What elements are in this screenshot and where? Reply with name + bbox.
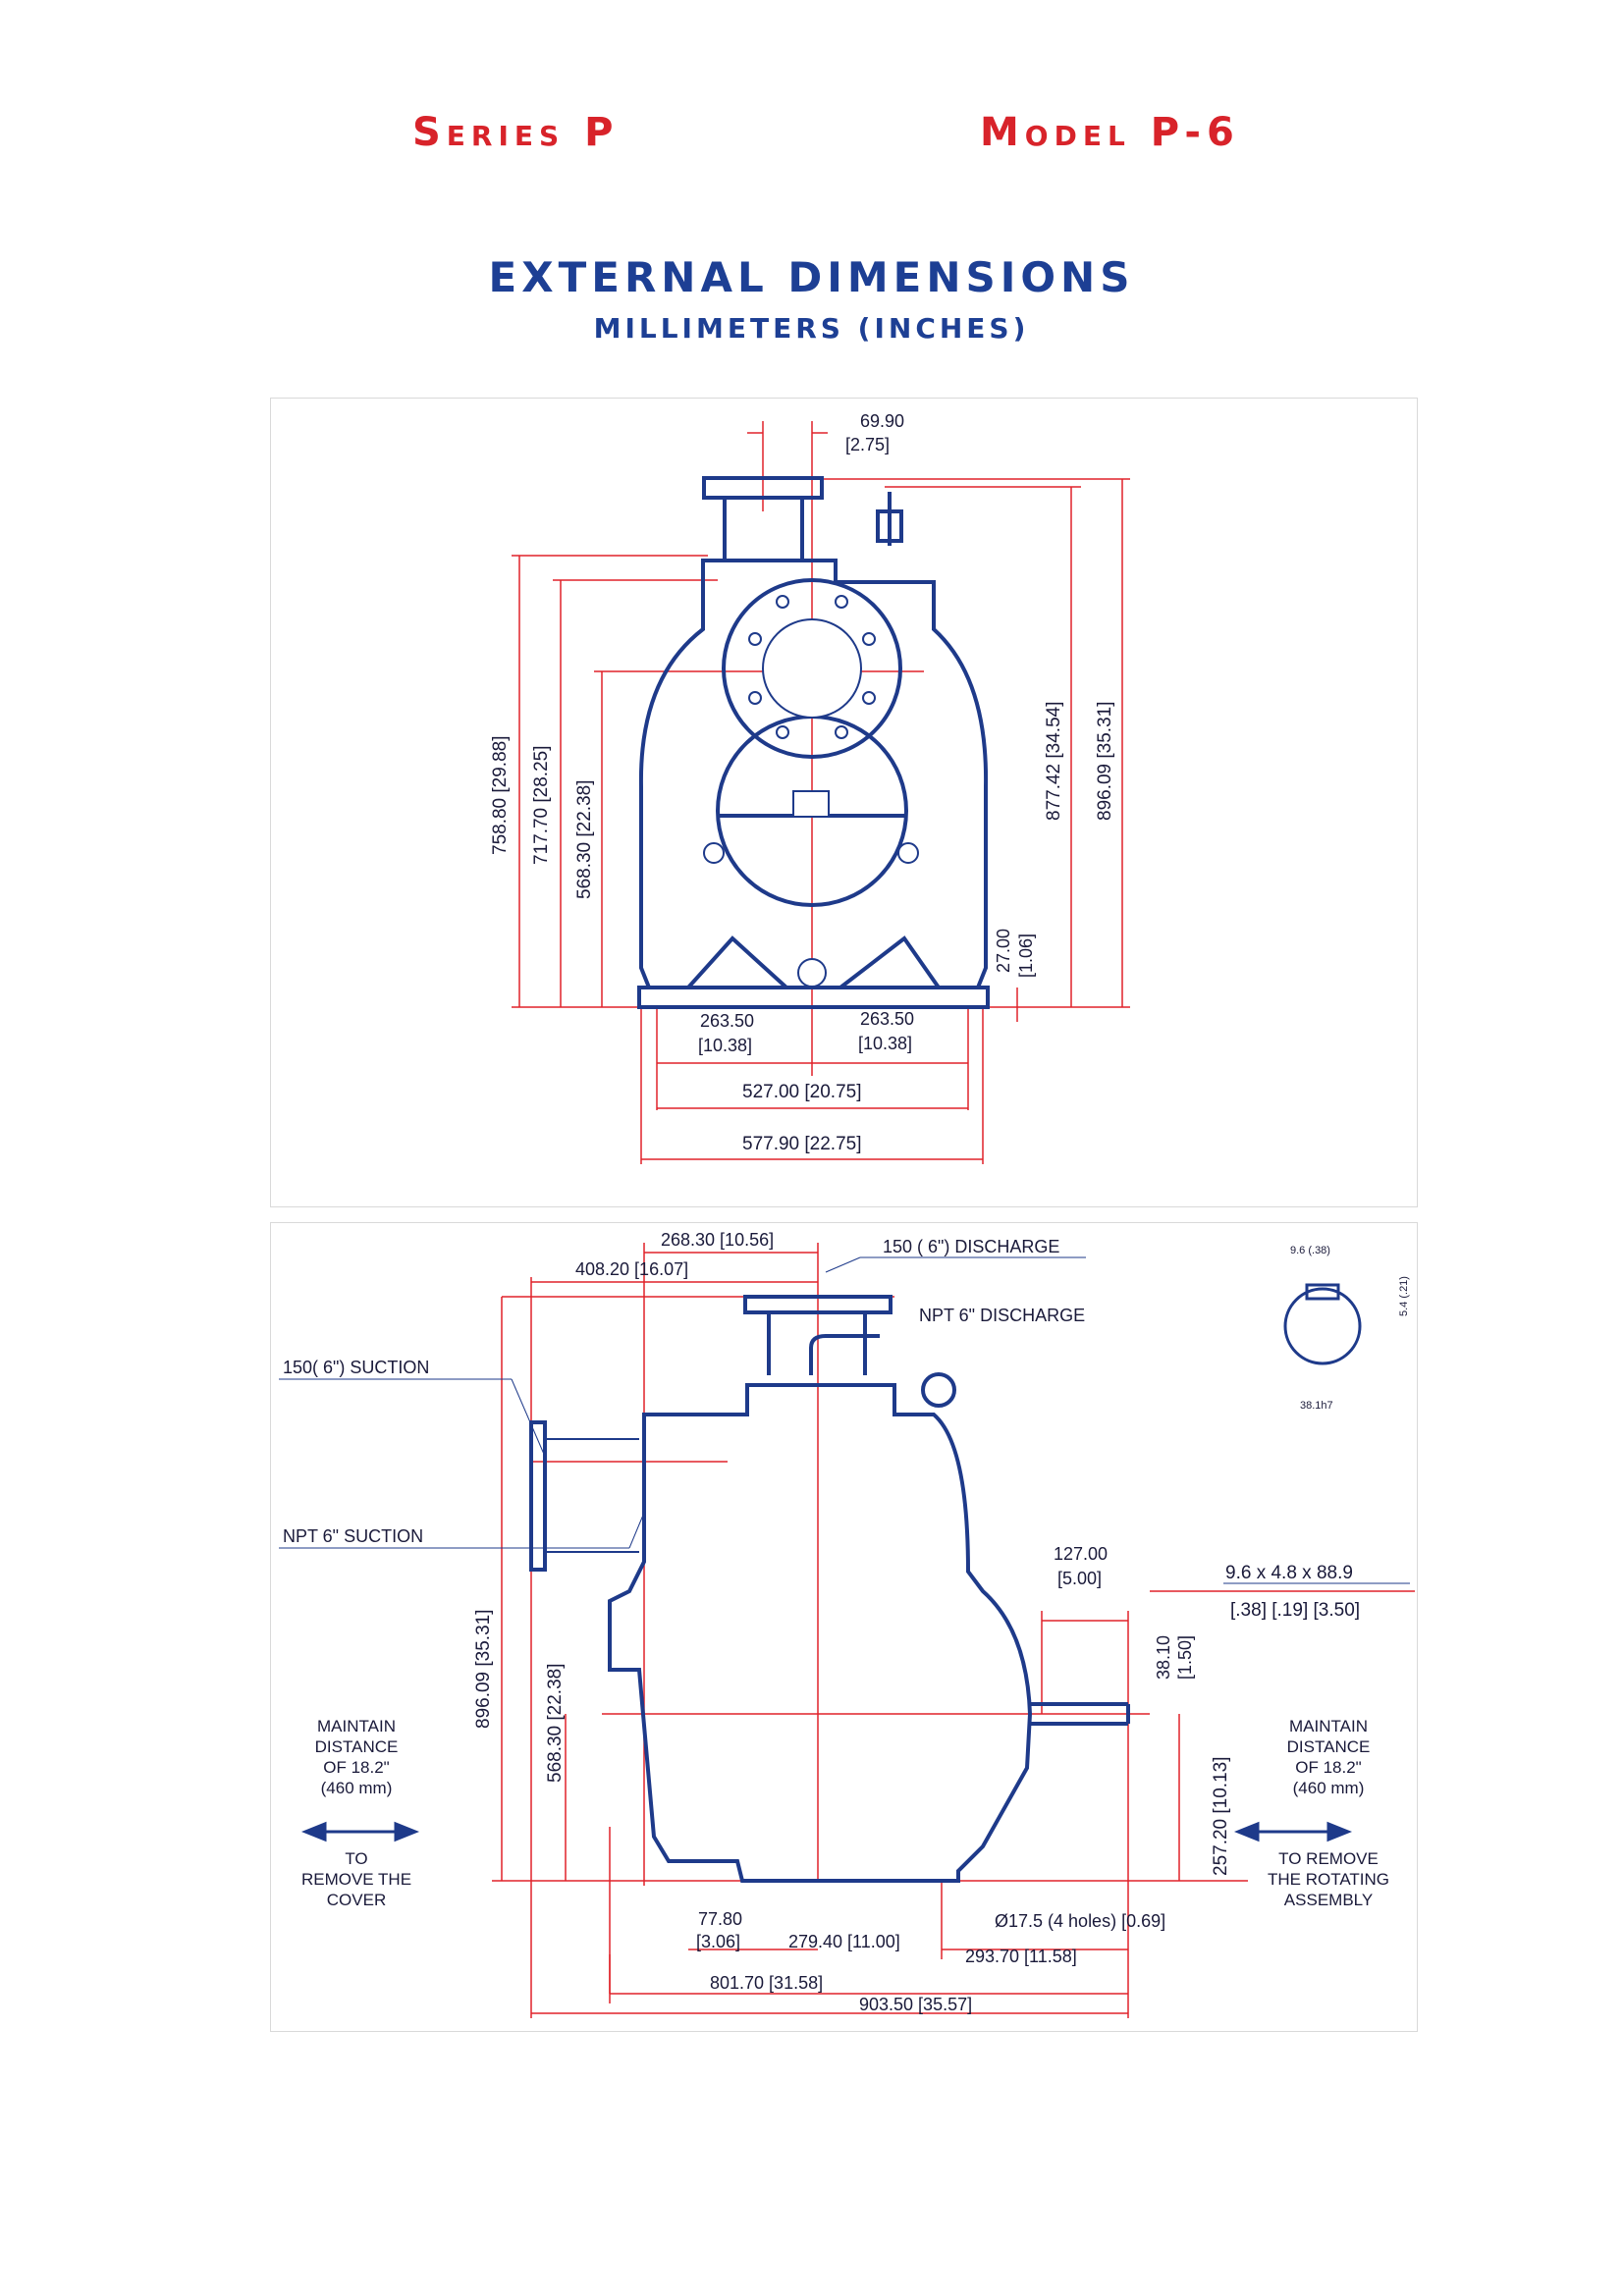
height-896: 896.09 [35.31]: [1095, 702, 1115, 822]
left-note-line: MAINTAIN: [317, 1717, 396, 1735]
right-note-line: OF 18.2": [1295, 1758, 1361, 1777]
left-note2-line: COVER: [327, 1891, 386, 1909]
discharge-150-label: 150 ( 6") DISCHARGE: [883, 1237, 1059, 1256]
model-label: Model P-6: [980, 110, 1240, 155]
shaft-diameter-inch: [1.50]: [1175, 1635, 1195, 1680]
side-view-drawing: 268.30 [10.56] 408.20 [16.07] 150 ( 6") …: [279, 1230, 1415, 2018]
mounting-holes: Ø17.5 (4 holes) [0.69]: [995, 1911, 1165, 1931]
base-width: 527.00 [20.75]: [742, 1082, 862, 1102]
dim-293: 293.70 [11.58]: [965, 1947, 1077, 1966]
front-view-panel: 69.90 [2.75] 758.80 [29.88] 717.70 [28.2…: [270, 398, 1418, 1207]
suction-150-label: 150( 6") SUCTION: [283, 1358, 429, 1377]
top-offset-inch: [2.75]: [845, 435, 890, 454]
half-right-inch: [10.38]: [858, 1034, 912, 1053]
right-note2-line: TO REMOVE: [1278, 1849, 1379, 1868]
height-568-side: 568.30 [22.38]: [545, 1664, 566, 1784]
top-offset-label: 69.90: [860, 411, 904, 431]
height-758: 758.80 [29.88]: [490, 736, 511, 856]
right-note-line: DISTANCE: [1287, 1737, 1371, 1756]
dim-279: 279.40 [11.00]: [788, 1932, 900, 1951]
height-717: 717.70 [28.25]: [531, 746, 552, 866]
npt-discharge-label: NPT 6" DISCHARGE: [919, 1306, 1085, 1325]
dim-77-inch: [3.06]: [696, 1932, 740, 1951]
right-note2-line: THE ROTATING: [1268, 1870, 1389, 1889]
dim-801: 801.70 [31.58]: [710, 1973, 823, 1993]
page-subtitle: MILLIMETERS (INCHES): [593, 312, 1030, 345]
right-note2-line: ASSEMBLY: [1284, 1891, 1373, 1909]
key-width: 9.6 (.38): [1290, 1245, 1330, 1256]
dim-408: 408.20 [16.07]: [575, 1259, 688, 1279]
left-note-line: (460 mm): [321, 1779, 393, 1797]
shaft-fit: 38.1h7: [1300, 1400, 1333, 1412]
foot-height-inch: [1.06]: [1016, 934, 1036, 978]
half-left-inch: [10.38]: [698, 1036, 752, 1055]
series-label: Series P: [412, 110, 620, 155]
shaft-diameter: 38.10: [1154, 1635, 1173, 1680]
height-568: 568.30 [22.38]: [574, 780, 595, 900]
right-note-line: (460 mm): [1293, 1779, 1365, 1797]
dim-903: 903.50 [35.57]: [859, 1995, 972, 2014]
left-note2-line: REMOVE THE: [301, 1870, 411, 1889]
height-896-side: 896.09 [35.31]: [473, 1610, 494, 1730]
key-height: 5.4 (.21): [1398, 1276, 1410, 1316]
half-left-label: 263.50: [700, 1011, 754, 1031]
foot-height: 27.00: [994, 929, 1013, 973]
side-view-panel: 268.30 [10.56] 408.20 [16.07] 150 ( 6") …: [270, 1222, 1418, 2032]
height-877: 877.42 [34.54]: [1044, 702, 1064, 822]
left-note-line: OF 18.2": [323, 1758, 389, 1777]
page-title: EXTERNAL DIMENSIONS: [488, 253, 1135, 301]
dim-77: 77.80: [698, 1909, 742, 1929]
key-size-mm: 9.6 x 4.8 x 88.9: [1225, 1563, 1353, 1583]
shaft-length-inch: [5.00]: [1057, 1569, 1102, 1588]
npt-suction-label: NPT 6" SUCTION: [283, 1526, 423, 1546]
half-right-label: 263.50: [860, 1009, 914, 1029]
right-note-line: MAINTAIN: [1289, 1717, 1368, 1735]
shaft-length: 127.00: [1054, 1544, 1108, 1564]
front-view-drawing: 69.90 [2.75] 758.80 [29.88] 717.70 [28.2…: [490, 411, 1130, 1164]
left-note-line: DISTANCE: [315, 1737, 399, 1756]
overall-width: 577.90 [22.75]: [742, 1134, 862, 1154]
left-note2-line: TO: [345, 1849, 367, 1868]
height-257: 257.20 [10.13]: [1211, 1757, 1231, 1877]
dim-268: 268.30 [10.56]: [661, 1230, 774, 1250]
key-size-inch: [.38] [.19] [3.50]: [1230, 1600, 1360, 1621]
